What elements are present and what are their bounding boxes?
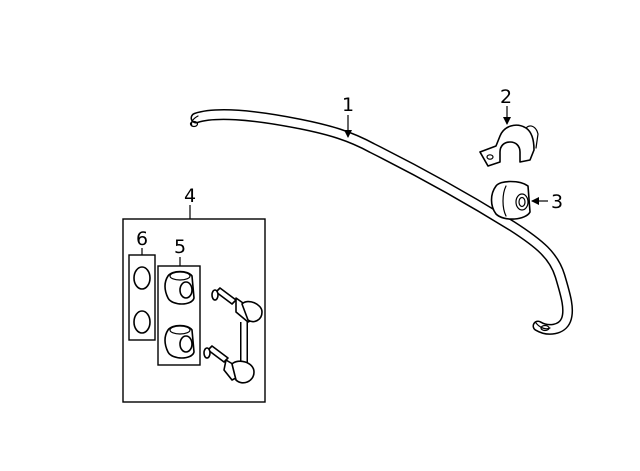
callout-3: 3: [551, 191, 563, 213]
callout-1: 1: [342, 94, 354, 116]
link-bushings: [164, 270, 195, 359]
kit-box: [122, 218, 266, 403]
stabilizer-bar: [189, 109, 574, 335]
callout-4: 4: [184, 185, 196, 207]
bar-bushing: [490, 180, 531, 220]
callout-6: 6: [136, 228, 148, 250]
link-bushing-box: [157, 265, 201, 366]
seal-rings: [133, 266, 151, 334]
callout-5: 5: [174, 236, 186, 258]
leader-lines: [141, 106, 548, 266]
bar-bracket: [479, 124, 539, 167]
stabilizer-link: [203, 287, 263, 384]
callout-2: 2: [500, 86, 512, 108]
